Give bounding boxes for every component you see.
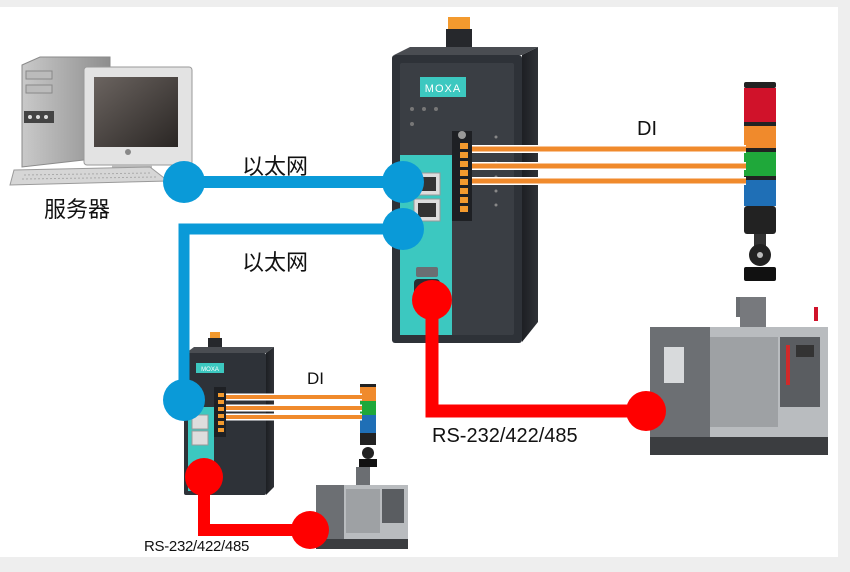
server-computer-icon (9, 56, 193, 186)
diagram-svg: MOXA MOXA (9, 17, 828, 549)
cnc-machine-main-icon (650, 297, 828, 455)
signal-tower-main-icon (744, 82, 776, 281)
ethernet-label-top: 以太网 (242, 155, 309, 180)
serial-link-small (185, 458, 329, 549)
cnc-machine-small-icon (316, 467, 408, 549)
ethernet-link-server (163, 161, 424, 203)
small-gateway-logo: MOXA (201, 367, 219, 373)
di-label-small: DI (307, 369, 324, 388)
serial-link-main (412, 280, 666, 431)
diagram-canvas: MOXA MOXA 服务器 以太网 以太网 DI DI RS-232/422/4… (0, 7, 838, 557)
ethernet-label-bottom: 以太网 (242, 251, 309, 276)
ethernet-link-cascade (163, 208, 424, 421)
serial-label-small: RS-232/422/485 (144, 538, 250, 555)
di-label-main: DI (637, 118, 657, 140)
main-gateway-device (392, 17, 538, 343)
main-gateway-logo: MOXA (425, 83, 461, 95)
server-label: 服务器 (44, 198, 111, 223)
serial-label-main: RS-232/422/485 (432, 425, 578, 447)
signal-tower-small-icon (359, 384, 377, 467)
